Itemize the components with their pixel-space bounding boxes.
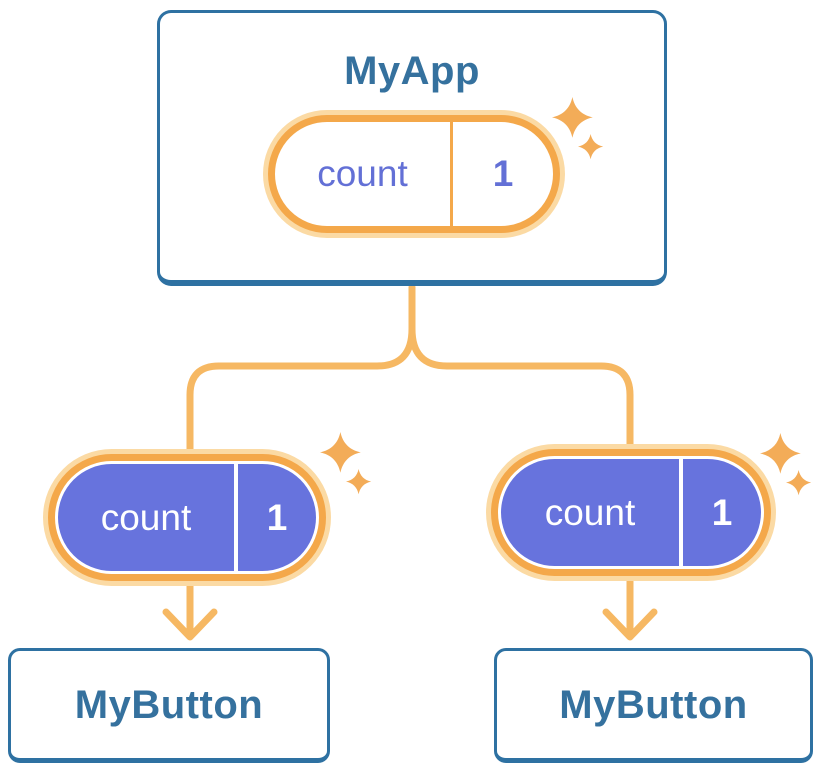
sparkle-icon <box>760 433 812 496</box>
myapp-title: MyApp <box>344 49 480 93</box>
root-state-value: 1 <box>492 153 514 194</box>
left-prop-pill-body: count 1 <box>48 454 326 581</box>
mybutton-card-left: MyButton <box>8 648 330 763</box>
myapp-card: MyApp <box>157 10 667 286</box>
branch-left-line <box>186 283 416 459</box>
left-prop-pill: count 1 <box>43 449 331 586</box>
sparkle-icon <box>552 97 604 160</box>
right-prop-value: 1 <box>683 459 761 566</box>
mybutton-card-right: MyButton <box>494 648 813 763</box>
mybutton-right-title: MyButton <box>559 683 748 727</box>
root-state-label: count <box>317 153 408 194</box>
right-prop-pill-body: count 1 <box>491 449 771 576</box>
pill-divider <box>450 122 453 226</box>
root-state-pill-body: count 1 <box>268 115 560 233</box>
mybutton-left-title: MyButton <box>74 683 264 727</box>
left-prop-label: count <box>58 464 234 571</box>
right-prop-pill: count 1 <box>486 444 776 581</box>
left-prop-value: 1 <box>238 464 316 571</box>
root-state-pill: count 1 <box>263 110 565 238</box>
arrow-left-head <box>162 608 218 641</box>
right-prop-label: count <box>501 459 679 566</box>
arrow-right-head <box>602 608 658 641</box>
sparkle-icon <box>320 432 372 495</box>
branch-right-line <box>408 325 634 454</box>
